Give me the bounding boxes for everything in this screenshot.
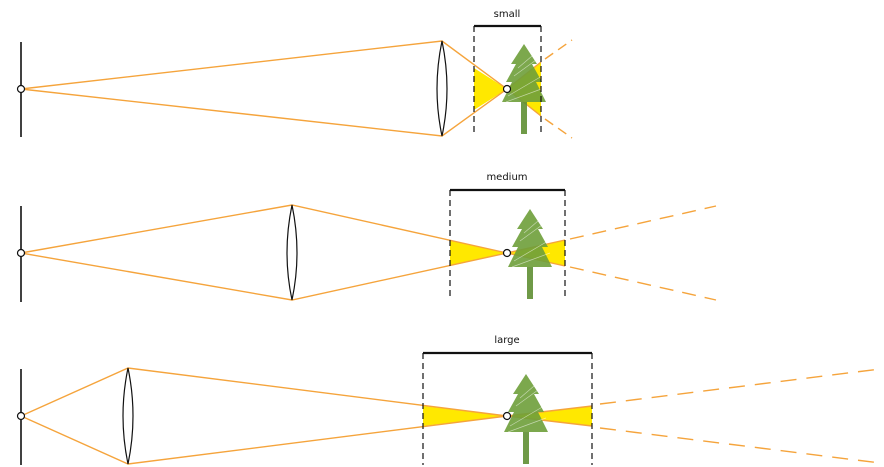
- panel-large: large: [16, 335, 881, 465]
- sensor-point-icon: [16, 411, 26, 421]
- in-focus-cone: [423, 406, 507, 426]
- lens-icon: [436, 40, 448, 137]
- lens-icon: [286, 204, 298, 301]
- ray-extension: [599, 368, 881, 405]
- ray-extension: [599, 427, 881, 464]
- in-focus-cone: [474, 68, 507, 110]
- lens-icon: [122, 367, 134, 465]
- sensor-point-icon: [16, 248, 26, 258]
- tree-icon: [508, 209, 552, 299]
- light-ray-bottom: [20, 61, 542, 137]
- ray-extension: [569, 205, 717, 240]
- ray-extension: [544, 39, 573, 60]
- focus-point-icon: [502, 84, 512, 94]
- tree-icon: [504, 374, 548, 464]
- light-ray-top: [20, 40, 542, 117]
- light-ray-bottom: [20, 405, 593, 465]
- focus-point-icon: [502, 248, 512, 258]
- ray-extension: [544, 118, 573, 139]
- panel-small: small: [16, 9, 573, 139]
- ray-extension: [569, 266, 717, 301]
- dof-label: medium: [486, 172, 527, 183]
- in-focus-cone: [450, 240, 507, 266]
- in-focus-cone: [507, 406, 592, 426]
- light-ray-top: [20, 367, 593, 427]
- sensor-point-icon: [16, 84, 26, 94]
- focus-point-icon: [502, 411, 512, 421]
- dof-label: small: [494, 9, 521, 20]
- panel-medium: medium: [16, 172, 717, 302]
- dof-label: large: [494, 335, 519, 346]
- tree-icon: [502, 44, 546, 134]
